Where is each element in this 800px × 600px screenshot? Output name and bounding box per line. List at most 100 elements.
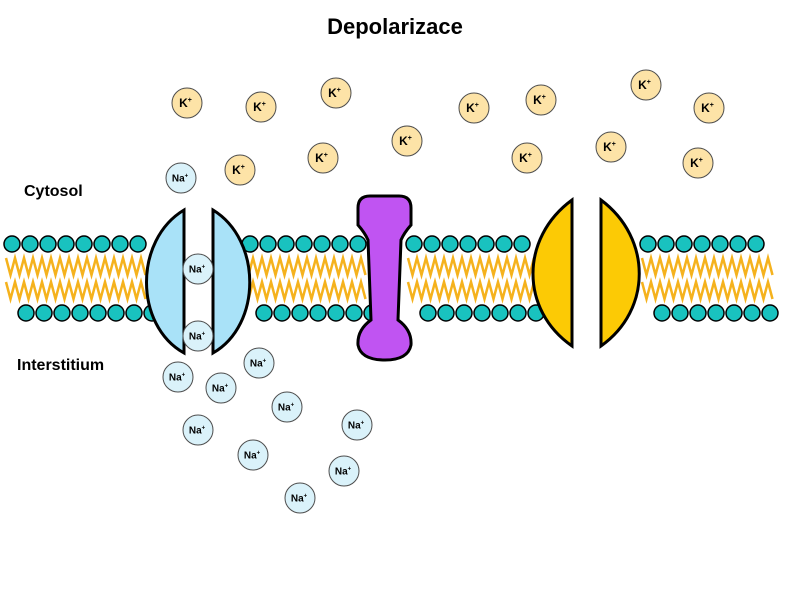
sodium-channel (145, 207, 252, 356)
lipid-tail (406, 277, 536, 304)
lipid-head (309, 304, 327, 322)
sodium-ion: Na+ (341, 409, 373, 441)
sodium-ion-symbol: Na+ (189, 265, 206, 276)
potassium-ion-circle (171, 87, 203, 119)
potassium-ion-circle (511, 142, 543, 174)
sodium-ion-circle (182, 320, 214, 352)
lipid-head (57, 235, 75, 253)
lipid-head (89, 304, 107, 322)
lipid-head (671, 304, 689, 322)
lipid-head (477, 235, 495, 253)
sodium-ion-symbol: Na+ (278, 403, 295, 414)
lipid-tail (4, 253, 147, 280)
sodium-channel-left-half (145, 207, 186, 356)
potassium-ion-circle (391, 125, 423, 157)
lipid-head (707, 304, 725, 322)
sodium-ion-circle (243, 347, 275, 379)
diagram-title: Depolarizace (327, 14, 463, 39)
lipid-head (125, 304, 143, 322)
lipid-head (295, 235, 313, 253)
lipid-head (331, 235, 349, 253)
sodium-ion: Na+ (182, 253, 214, 285)
potassium-ion: K+ (224, 154, 256, 186)
lipid-head (71, 304, 89, 322)
sodium-ion: Na+ (182, 320, 214, 352)
pump-body (356, 194, 413, 362)
sodium-ion: Na+ (182, 414, 214, 446)
sodium-ion-symbol: Na+ (335, 467, 352, 478)
potassium-ion: K+ (307, 142, 339, 174)
lipid-tail (242, 253, 367, 280)
lipid-head (675, 235, 693, 253)
lipid-head (725, 304, 743, 322)
interstitium-label: Interstitium (17, 357, 105, 374)
sodium-ion: Na+ (237, 439, 269, 471)
lipid-tail (640, 277, 774, 304)
potassium-ion: K+ (682, 147, 714, 179)
lipid-head (423, 235, 441, 253)
potassium-ion-circle (245, 91, 277, 123)
sodium-ion-symbol: Na+ (291, 494, 308, 505)
lipid-head (17, 304, 35, 322)
lipid-head (761, 304, 779, 322)
sodium-ion-circle (205, 372, 237, 404)
lipid-tail (242, 277, 367, 304)
lipid-head (437, 304, 455, 322)
sodium-ion: Na+ (328, 455, 360, 487)
sodium-ion-circle (328, 455, 360, 487)
lipid-head (473, 304, 491, 322)
sodium-ion: Na+ (271, 391, 303, 423)
sodium-ion: Na+ (284, 482, 316, 514)
sodium-ion-circle (271, 391, 303, 423)
lipid-head (129, 235, 147, 253)
potassium-ion: K+ (693, 92, 725, 124)
potassium-ion-circle (595, 131, 627, 163)
lipid-head (653, 304, 671, 322)
cytosol-label: Cytosol (24, 183, 83, 200)
potassium-ion: K+ (245, 91, 277, 123)
sodium-ion: Na+ (243, 347, 275, 379)
lipid-tail (406, 253, 536, 280)
lipid-head (255, 304, 273, 322)
lipid-head (291, 304, 309, 322)
sodium-ion-symbol: Na+ (212, 384, 229, 395)
sodium-ion-circle (182, 414, 214, 446)
sodium-potassium-pump (356, 194, 413, 362)
lipid-head (689, 304, 707, 322)
lipid-head (327, 304, 345, 322)
lipid-head (75, 235, 93, 253)
sodium-ion-circle (162, 361, 194, 393)
lipid-head (349, 235, 367, 253)
potassium-channel-left-half (531, 197, 574, 349)
sodium-ion-circle (182, 253, 214, 285)
lipid-head (639, 235, 657, 253)
potassium-ion-circle (525, 84, 557, 116)
lipid-head (53, 304, 71, 322)
sodium-ion-symbol: Na+ (250, 359, 267, 370)
lipid-head (419, 304, 437, 322)
lipid-head (259, 235, 277, 253)
potassium-ion-circle (458, 92, 490, 124)
sodium-ion-circle (284, 482, 316, 514)
lipid-head (441, 235, 459, 253)
lipid-head (39, 235, 57, 253)
ions: K+K+K+K+K+K+K+K+K+K+K+K+K+Na+Na+Na+Na+Na… (162, 69, 725, 514)
potassium-ion: K+ (320, 77, 352, 109)
potassium-ion-circle (320, 77, 352, 109)
potassium-ion: K+ (525, 84, 557, 116)
lipid-head (405, 235, 423, 253)
sodium-ion-symbol: Na+ (189, 332, 206, 343)
lipid-head (747, 235, 765, 253)
lipid-head (313, 235, 331, 253)
lipid-heads (3, 235, 779, 322)
potassium-channel-right-half (599, 197, 641, 349)
potassium-ion-circle (307, 142, 339, 174)
lipid-head (111, 235, 129, 253)
potassium-ion: K+ (511, 142, 543, 174)
sodium-ion-symbol: Na+ (169, 373, 186, 384)
lipid-head (107, 304, 125, 322)
sodium-channel-right-half (211, 207, 252, 356)
lipid-tail (4, 277, 147, 304)
